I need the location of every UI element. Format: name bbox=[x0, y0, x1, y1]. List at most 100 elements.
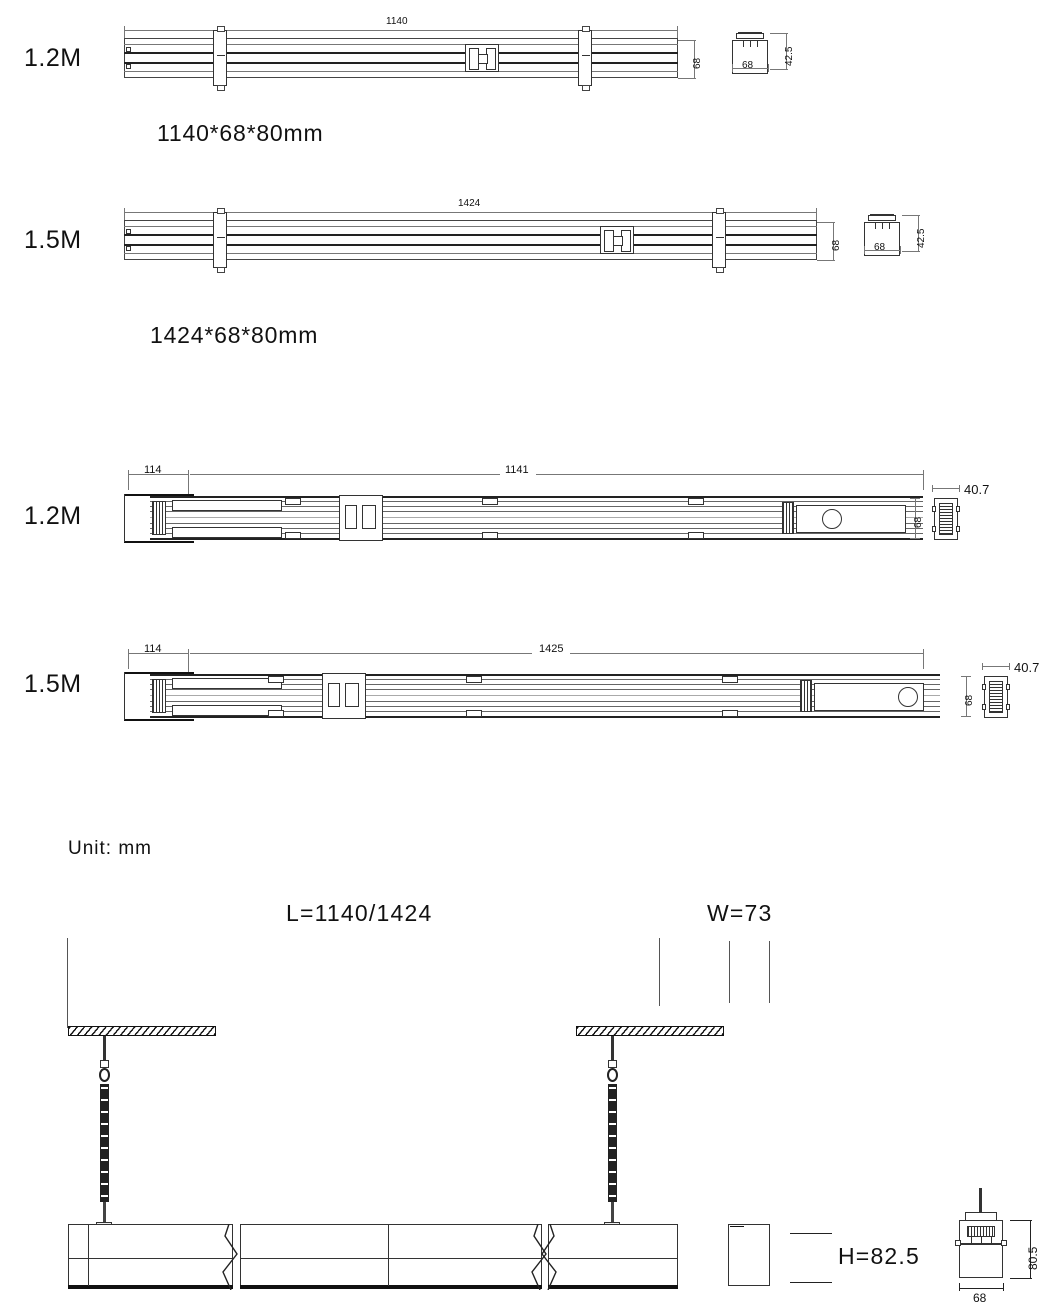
row-2-size-label: 1.5M bbox=[24, 226, 82, 254]
row-3-end-dim: 114 bbox=[144, 464, 162, 476]
tick bbox=[768, 64, 769, 72]
row-1-rail bbox=[124, 38, 678, 78]
row-4-clip bbox=[466, 710, 482, 717]
tick bbox=[932, 485, 933, 492]
tick bbox=[864, 246, 865, 254]
tick bbox=[1003, 1283, 1004, 1291]
tick bbox=[959, 485, 960, 492]
tick bbox=[959, 1283, 960, 1291]
fixture-W-ext-left bbox=[729, 941, 730, 1003]
row-3-flange-edge bbox=[124, 494, 125, 542]
fixture-sec-h-line bbox=[1030, 1220, 1031, 1278]
section-lip bbox=[982, 704, 986, 710]
chain-rod bbox=[611, 1036, 614, 1062]
ceiling-plate-right bbox=[576, 1026, 724, 1036]
tick bbox=[817, 260, 835, 261]
row-2-bracket-left bbox=[213, 208, 227, 273]
body-edge-top bbox=[150, 496, 923, 498]
row-3-gland-circle bbox=[822, 509, 842, 529]
rail-stripe bbox=[124, 234, 817, 236]
suspension-chain-left bbox=[96, 1036, 112, 1232]
row-4-terminal bbox=[152, 679, 166, 713]
row-1-dim-line bbox=[124, 30, 678, 31]
bracket-line bbox=[217, 55, 225, 56]
section-lip bbox=[956, 526, 960, 532]
rail-line bbox=[124, 226, 817, 227]
section-lip bbox=[956, 506, 960, 512]
row-4-flange-bottom bbox=[124, 719, 194, 721]
fixture-length-label: L=1140/1424 bbox=[286, 900, 433, 926]
lum-line bbox=[548, 1258, 678, 1259]
row-1-bracket-left bbox=[213, 26, 227, 91]
row-3-dim-line-b bbox=[536, 474, 924, 475]
fixture-W-ext-right bbox=[769, 941, 770, 1003]
chain-rod-lower bbox=[103, 1202, 106, 1228]
row-1-h-dim-line bbox=[694, 40, 695, 78]
section-lip bbox=[1001, 1240, 1007, 1246]
fixture-section-width-dim: 68 bbox=[973, 1291, 987, 1305]
fixture-H-line-top bbox=[790, 1233, 832, 1234]
row-4-gland-circle bbox=[898, 687, 918, 707]
row-3-dim-line-a bbox=[190, 474, 500, 475]
bracket-line bbox=[582, 55, 590, 56]
row-1-section-width-dim: 68 bbox=[742, 60, 754, 71]
row-2-h-dim-line bbox=[833, 222, 834, 260]
luminaire-segment-b bbox=[240, 1224, 547, 1298]
section-fins bbox=[989, 681, 1003, 713]
row-3-clip bbox=[482, 532, 498, 539]
body-line bbox=[150, 506, 923, 507]
row-1-dim-tick-left bbox=[124, 26, 125, 38]
row-3-section-height-dim: 68 bbox=[913, 516, 924, 528]
body-line bbox=[150, 684, 940, 685]
lum-shell bbox=[68, 1224, 233, 1286]
row-1-dim-tick-right bbox=[677, 26, 678, 38]
row-4-clip bbox=[722, 710, 738, 717]
section-pin bbox=[971, 1237, 972, 1245]
lum-shell bbox=[548, 1224, 678, 1286]
row-2-dim-tick-left bbox=[124, 208, 125, 220]
lum-lens-edge bbox=[240, 1285, 542, 1289]
row-3-section-width-dim: 40.7 bbox=[964, 482, 990, 497]
row-1-size-label: 1.2M bbox=[24, 44, 82, 72]
body-line bbox=[150, 706, 940, 707]
section-lip bbox=[955, 1240, 961, 1246]
row-4-clip bbox=[268, 676, 284, 683]
bracket-nub bbox=[716, 267, 724, 273]
row-4-end-dim: 114 bbox=[144, 643, 162, 655]
section-lip bbox=[982, 684, 986, 690]
row-4-size-label: 1.5M bbox=[24, 670, 82, 698]
row-4-terminal-right bbox=[800, 680, 812, 712]
fixture-height-box bbox=[728, 1224, 770, 1286]
body-line bbox=[150, 711, 940, 712]
rail-line bbox=[124, 44, 678, 45]
ceiling-plate-left bbox=[68, 1026, 216, 1036]
body-line bbox=[150, 523, 923, 524]
row-3-clip bbox=[285, 498, 301, 505]
row-2-dim-line bbox=[124, 212, 817, 213]
row-3-sec-w-line bbox=[932, 488, 959, 489]
row-1-height-dim: 68 bbox=[692, 57, 703, 69]
connector-part bbox=[362, 505, 376, 529]
row-2-section-h-line bbox=[918, 215, 919, 251]
row-2-bracket-right bbox=[712, 208, 726, 273]
rail-stripe bbox=[124, 244, 817, 246]
section-pin bbox=[991, 1237, 992, 1245]
row-4-sec-h-line bbox=[966, 676, 967, 716]
bracket-nub bbox=[582, 26, 590, 32]
tick bbox=[961, 716, 971, 717]
section-pin bbox=[981, 1237, 982, 1245]
tick bbox=[770, 33, 788, 34]
body-line bbox=[150, 695, 940, 696]
break-line-c bbox=[541, 1224, 557, 1290]
section-housing bbox=[959, 1244, 1003, 1278]
row-3-sec-h-line bbox=[915, 498, 916, 538]
row-3-clip bbox=[688, 532, 704, 539]
connector-part bbox=[345, 505, 357, 529]
chain-rod bbox=[103, 1036, 106, 1062]
row-2-dim-tick-right bbox=[816, 208, 817, 220]
row-4-clip bbox=[268, 710, 284, 717]
section-top-line bbox=[738, 32, 762, 33]
row-2-section-height-dim: 42.5 bbox=[916, 228, 927, 248]
fixture-section-height-dim: 80.5 bbox=[1026, 1246, 1040, 1270]
section-lip bbox=[1006, 704, 1010, 710]
